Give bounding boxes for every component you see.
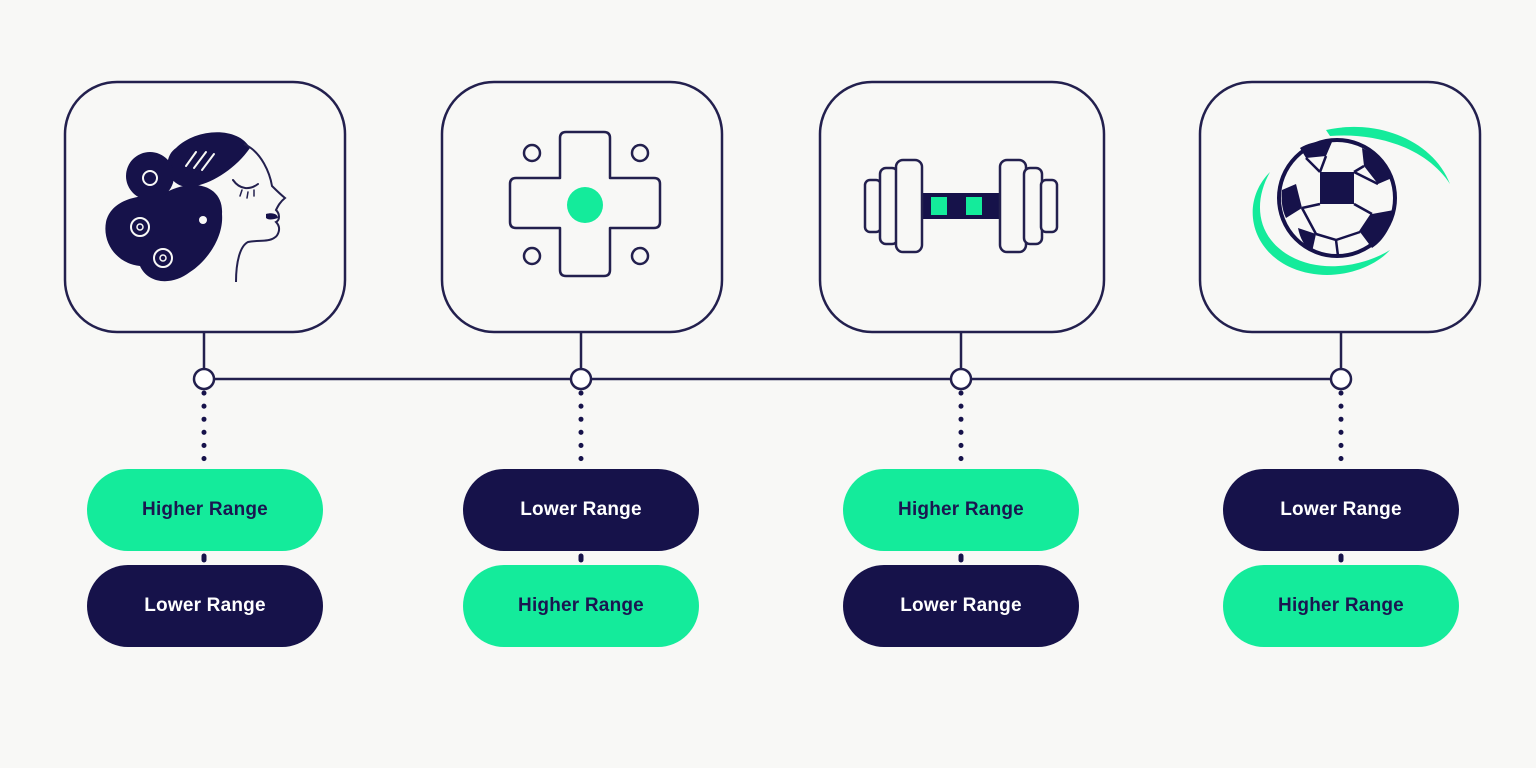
pill-label: Higher Range (1278, 595, 1404, 616)
pill-label: Higher Range (518, 595, 644, 616)
pill-label: Lower Range (520, 499, 642, 520)
node-1 (63, 80, 347, 563)
dumbbell-icon (863, 158, 1059, 254)
pill-label: Higher Range (142, 499, 268, 520)
pill-label: Lower Range (144, 595, 266, 616)
pill-label: Lower Range (1280, 499, 1402, 520)
pill-label: Lower Range (900, 595, 1022, 616)
pill-3-bottom[interactable]: Lower Range (843, 565, 1079, 647)
timeline-node-1[interactable] (192, 367, 216, 391)
timeline-node-3[interactable] (949, 367, 973, 391)
soccer-ball-icon (1252, 126, 1450, 275)
pill-label: Higher Range (898, 499, 1024, 520)
timeline-node-2[interactable] (569, 367, 593, 391)
node-3 (818, 80, 1106, 563)
pill-4-top[interactable]: Lower Range (1223, 469, 1459, 551)
pill-1-bottom[interactable]: Lower Range (87, 565, 323, 647)
gamepad-dpad-icon (508, 130, 662, 278)
node-2 (440, 80, 724, 563)
timeline-node-4[interactable] (1329, 367, 1353, 391)
node-4 (1198, 80, 1482, 563)
pill-2-bottom[interactable]: Higher Range (463, 565, 699, 647)
woman-profile-icon (105, 132, 287, 283)
pill-4-bottom[interactable]: Higher Range (1223, 565, 1459, 647)
pill-3-top[interactable]: Higher Range (843, 469, 1079, 551)
pill-1-top[interactable]: Higher Range (87, 469, 323, 551)
pill-2-top[interactable]: Lower Range (463, 469, 699, 551)
